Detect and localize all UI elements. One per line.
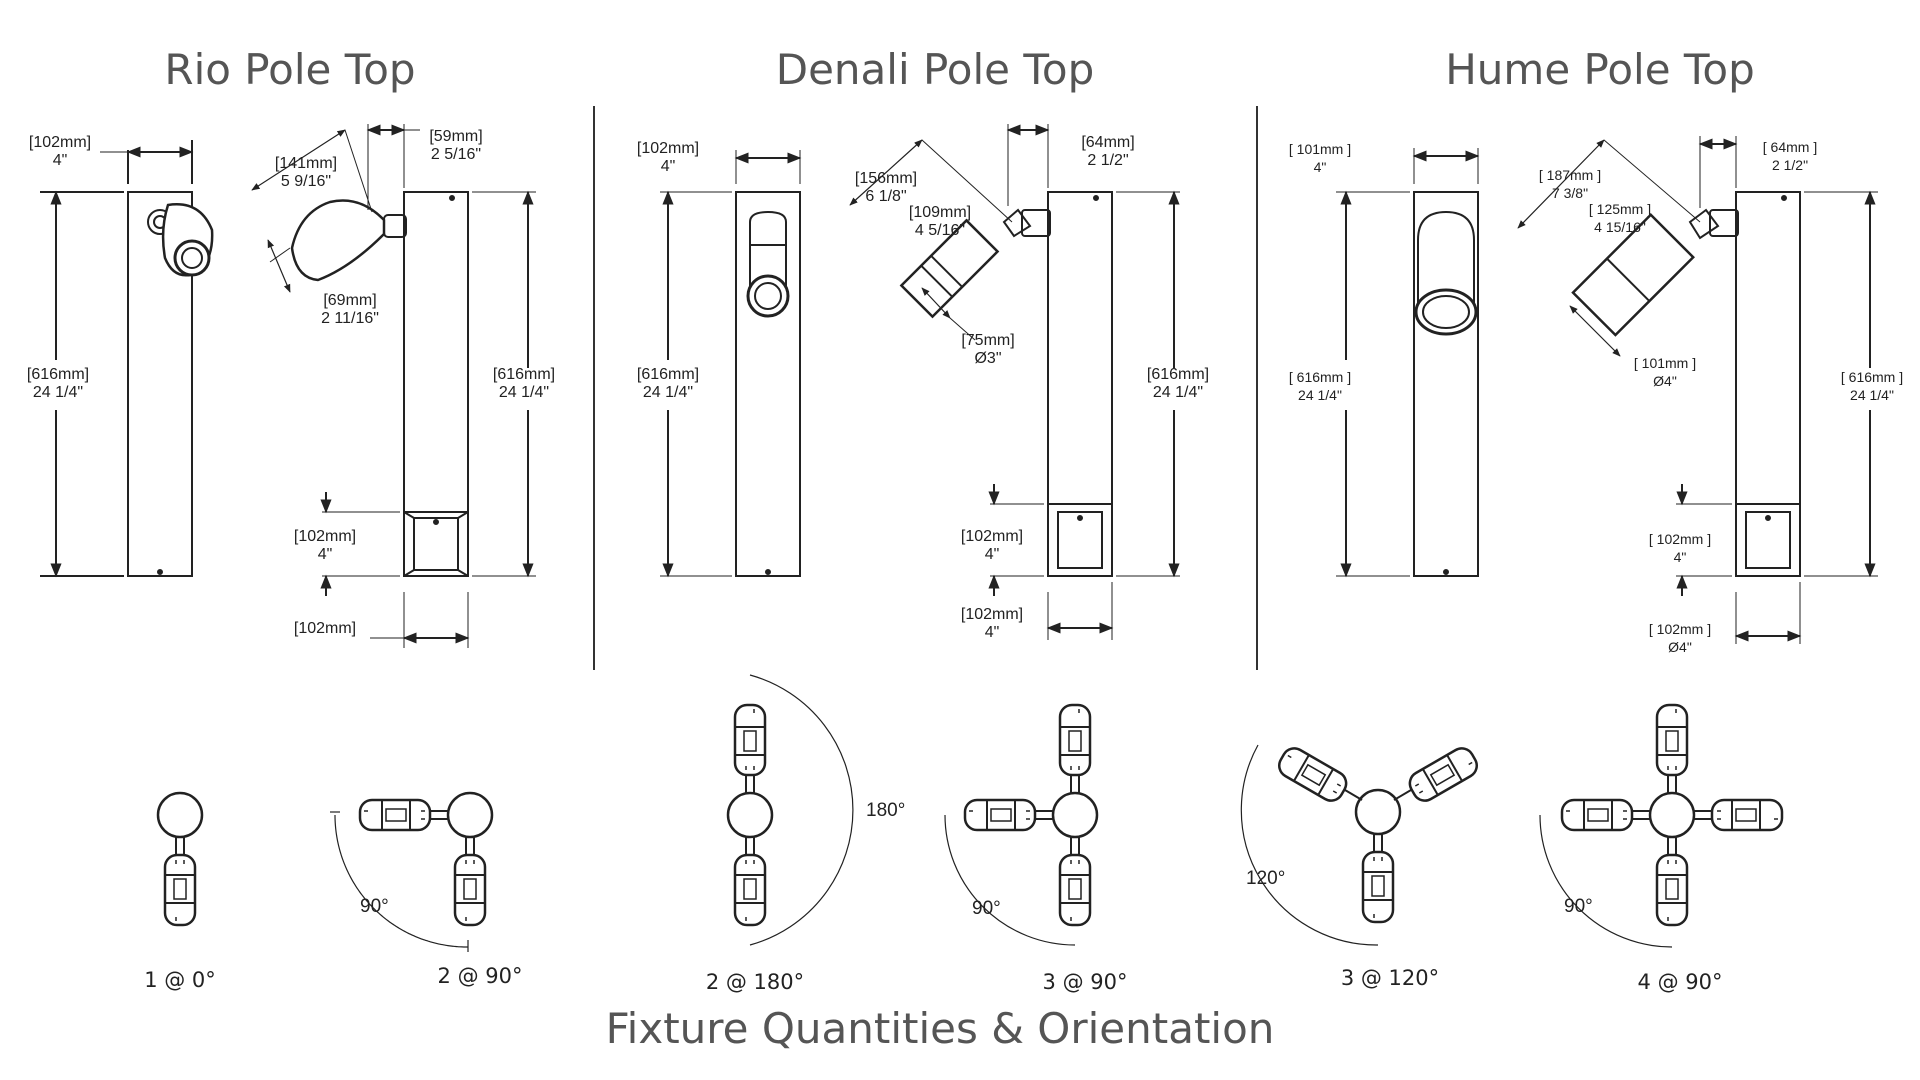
separator-right: [1256, 106, 1258, 670]
denali-height-right-dim: [616mm]24 1/4": [1146, 366, 1210, 401]
caption-3at120: 3 @ 120°: [1340, 966, 1440, 990]
denali-head-body-dim: [109mm]4 5/16": [908, 204, 972, 239]
denali-height-left-dim: [616mm]24 1/4": [636, 366, 700, 401]
denali-head-length-dim: [156mm]6 1/8": [854, 170, 918, 205]
hume-height-left-dim: [ 616mm ]24 1/4": [1288, 369, 1352, 403]
caption-1at0: 1 @ 0°: [144, 968, 216, 992]
rio-base-width-dim: [102mm]: [293, 620, 357, 637]
caption-4at90: 4 @ 90°: [1637, 970, 1723, 994]
hume-head-body-dim: [ 125mm ]4 15/16": [1588, 201, 1652, 235]
rio-height-right-dim: [616mm]24 1/4": [492, 366, 556, 401]
rio-front-pole: [127, 191, 193, 577]
angle-label-2at180: 180°: [866, 800, 906, 821]
rio-head-dia-dim: [69mm]2 11/16": [321, 292, 379, 327]
hume-base-height-dim: [ 102mm ]4": [1648, 531, 1712, 565]
rio-head-length-dim: [141mm]5 9/16": [274, 155, 338, 190]
angle-label-3at120: 120°: [1246, 868, 1286, 889]
denali-title: Denali Pole Top: [775, 45, 1095, 94]
angle-label-4at90: 90°: [1564, 896, 1593, 917]
separator-left: [593, 106, 595, 670]
denali-base-height-dim: [102mm]4": [960, 528, 1024, 563]
hume-width-dim: [ 101mm ]4": [1288, 141, 1352, 175]
denali-offset-dim: [64mm]2 1/2": [1081, 134, 1135, 169]
hume-head-length-dim: [ 187mm ]7 3/8": [1538, 167, 1602, 201]
orientation-diagrams: [156, 674, 1784, 952]
angle-label-2at90: 90°: [360, 896, 389, 917]
denali-width-dim: [102mm]4": [636, 140, 700, 175]
rio-width-dim: [102mm]4": [28, 134, 92, 169]
rio-base-height-dim: [102mm]4": [293, 528, 357, 563]
rio-offset-dim: [59mm]2 5/16": [429, 128, 483, 163]
caption-2at180: 2 @ 180°: [705, 970, 805, 994]
rio-title: Rio Pole Top: [164, 45, 416, 94]
hume-offset-dim: [ 64mm ]2 1/2": [1762, 139, 1818, 173]
angle-label-3at90: 90°: [972, 898, 1001, 919]
rio-height-left-dim: [616mm]24 1/4": [26, 366, 90, 401]
denali-base-width-dim: [102mm]4": [960, 606, 1024, 641]
caption-2at90: 2 @ 90°: [437, 964, 523, 988]
hume-base-width-dim: [ 102mm ]Ø4": [1648, 621, 1712, 655]
hume-height-right-dim: [ 616mm ]24 1/4": [1840, 369, 1904, 403]
hume-head-dia-dim: [ 101mm ]Ø4": [1633, 355, 1697, 389]
hume-title: Hume Pole Top: [1445, 45, 1755, 94]
footer-title: Fixture Quantities & Orientation: [605, 1004, 1275, 1053]
denali-head-dia-dim: [75mm]Ø3": [961, 332, 1015, 367]
caption-3at90: 3 @ 90°: [1042, 970, 1128, 994]
